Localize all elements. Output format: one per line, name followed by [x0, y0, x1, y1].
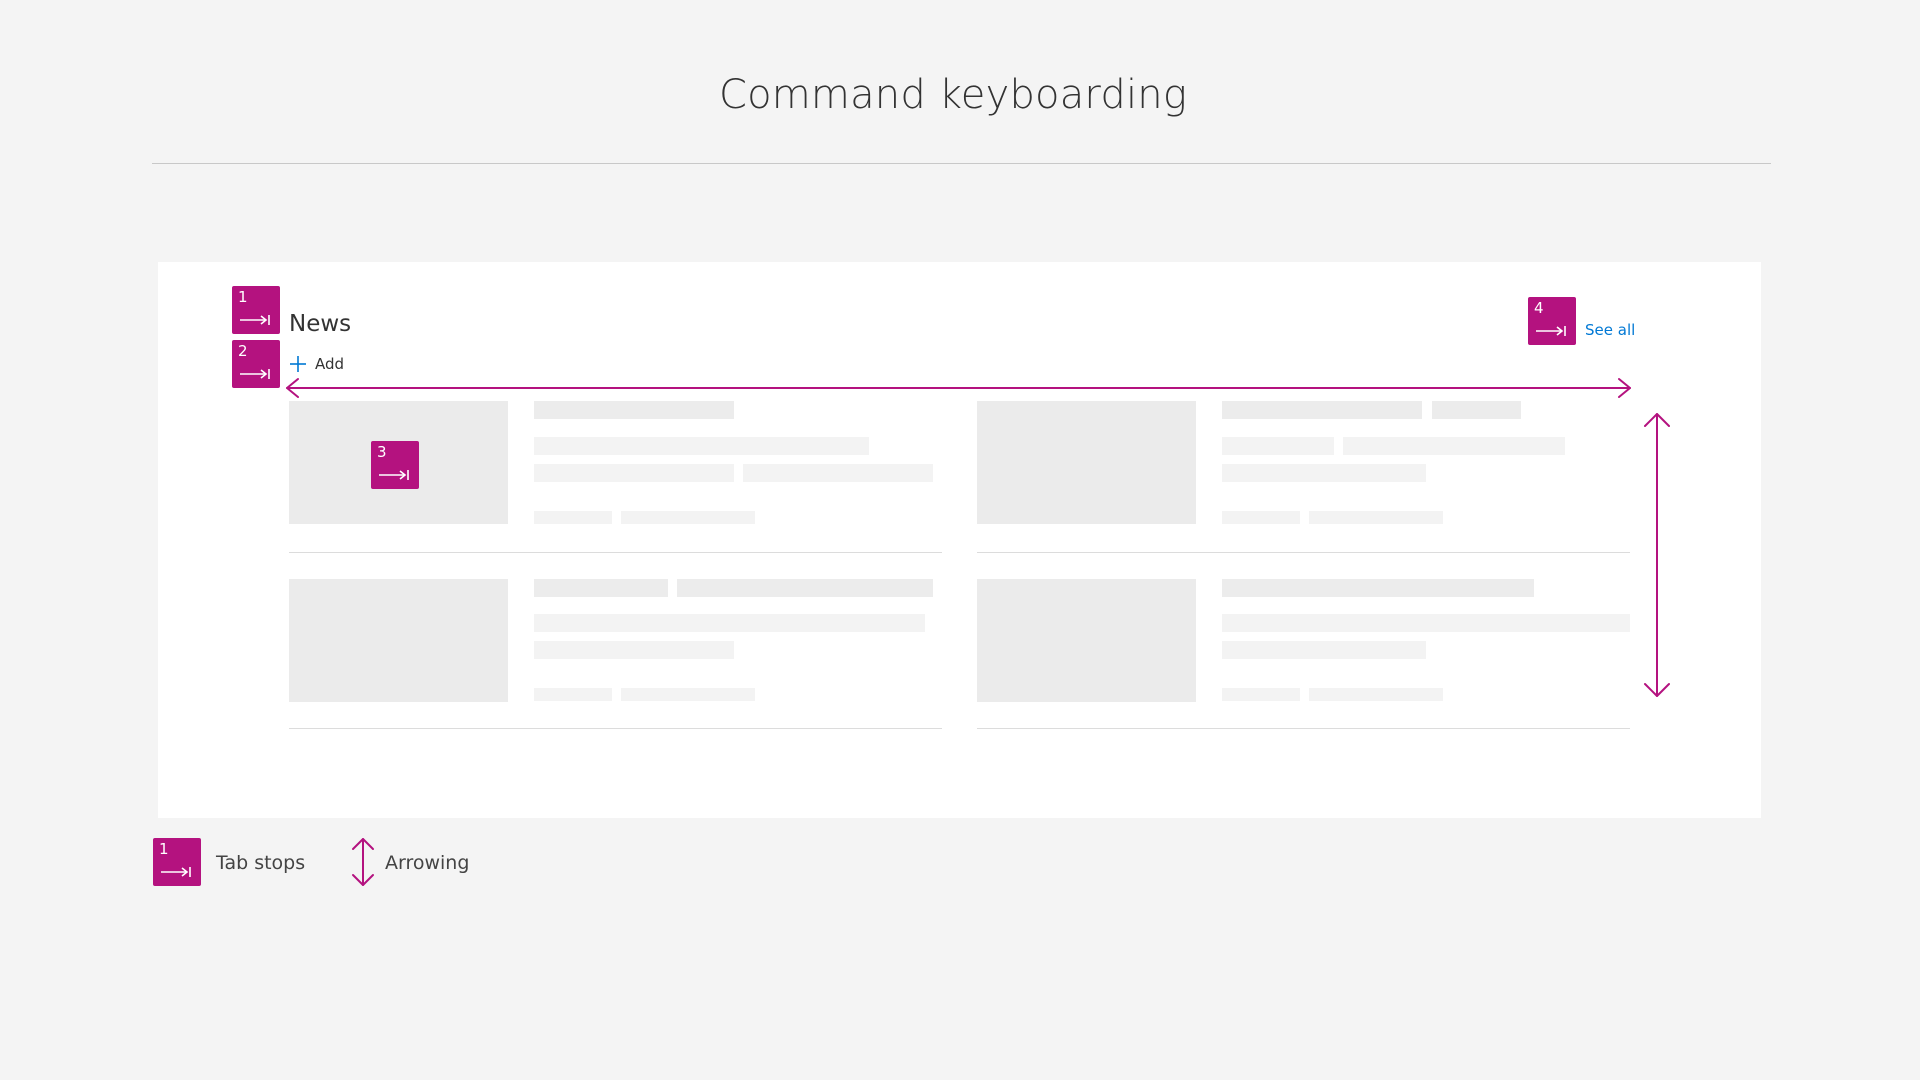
title-divider — [152, 163, 1771, 164]
placeholder-text — [534, 641, 734, 659]
news-card-thumbnail[interactable] — [977, 401, 1196, 524]
placeholder-meta — [534, 511, 612, 524]
news-card-thumbnail[interactable] — [289, 579, 508, 702]
placeholder-headline — [1222, 579, 1534, 597]
row-divider — [289, 552, 942, 553]
legend-tab-stops-label: Tab stops — [216, 852, 306, 874]
placeholder-text — [1222, 437, 1334, 455]
placeholder-text — [1222, 641, 1426, 659]
placeholder-meta — [621, 511, 755, 524]
double-arrow-horizontal-icon — [286, 378, 1631, 398]
tab-stop-number: 1 — [238, 288, 248, 306]
news-webpart-panel — [158, 262, 1761, 818]
row-divider — [977, 552, 1630, 553]
placeholder-headline — [1432, 401, 1521, 419]
placeholder-text — [534, 437, 869, 455]
tab-key-icon — [240, 369, 270, 379]
placeholder-text — [1222, 614, 1630, 632]
add-news-button[interactable]: Add — [289, 353, 344, 375]
add-label: Add — [315, 355, 345, 373]
placeholder-text — [1222, 464, 1426, 482]
tab-key-icon — [240, 315, 270, 325]
plus-icon — [290, 356, 306, 372]
see-all-link[interactable]: See all — [1585, 321, 1636, 339]
row-divider — [289, 728, 942, 729]
tab-stop-number: 3 — [377, 443, 387, 461]
tab-stop-number: 2 — [238, 342, 248, 360]
news-card-thumbnail[interactable] — [977, 579, 1196, 702]
placeholder-headline — [534, 579, 668, 597]
tab-stop-badge: 3 — [371, 441, 419, 489]
placeholder-meta — [621, 688, 755, 701]
placeholder-text — [1343, 437, 1565, 455]
double-arrow-vertical-icon — [1644, 413, 1670, 697]
page-title: Command keyboarding — [718, 72, 1188, 118]
tab-key-icon — [1536, 326, 1566, 336]
placeholder-meta — [1309, 511, 1443, 524]
tab-stop-badge: 4 — [1528, 297, 1576, 345]
placeholder-text — [743, 464, 933, 482]
tab-stop-number: 1 — [159, 840, 169, 858]
row-divider — [977, 728, 1630, 729]
tab-key-icon — [379, 470, 409, 480]
tab-stop-badge: 2 — [232, 340, 280, 388]
double-arrow-vertical-icon — [352, 838, 374, 886]
placeholder-headline — [1222, 401, 1422, 419]
placeholder-headline — [677, 579, 933, 597]
placeholder-meta — [1222, 688, 1300, 701]
news-heading: News — [289, 311, 352, 337]
tab-stop-number: 4 — [1534, 299, 1544, 317]
placeholder-meta — [1222, 511, 1300, 524]
placeholder-text — [534, 614, 925, 632]
legend-arrowing-label: Arrowing — [385, 852, 470, 874]
legend-tab-stop-badge: 1 — [153, 838, 201, 886]
placeholder-text — [534, 464, 734, 482]
tab-stop-badge: 1 — [232, 286, 280, 334]
placeholder-meta — [1309, 688, 1443, 701]
tab-key-icon — [161, 867, 191, 877]
placeholder-meta — [534, 688, 612, 701]
placeholder-headline — [534, 401, 734, 419]
